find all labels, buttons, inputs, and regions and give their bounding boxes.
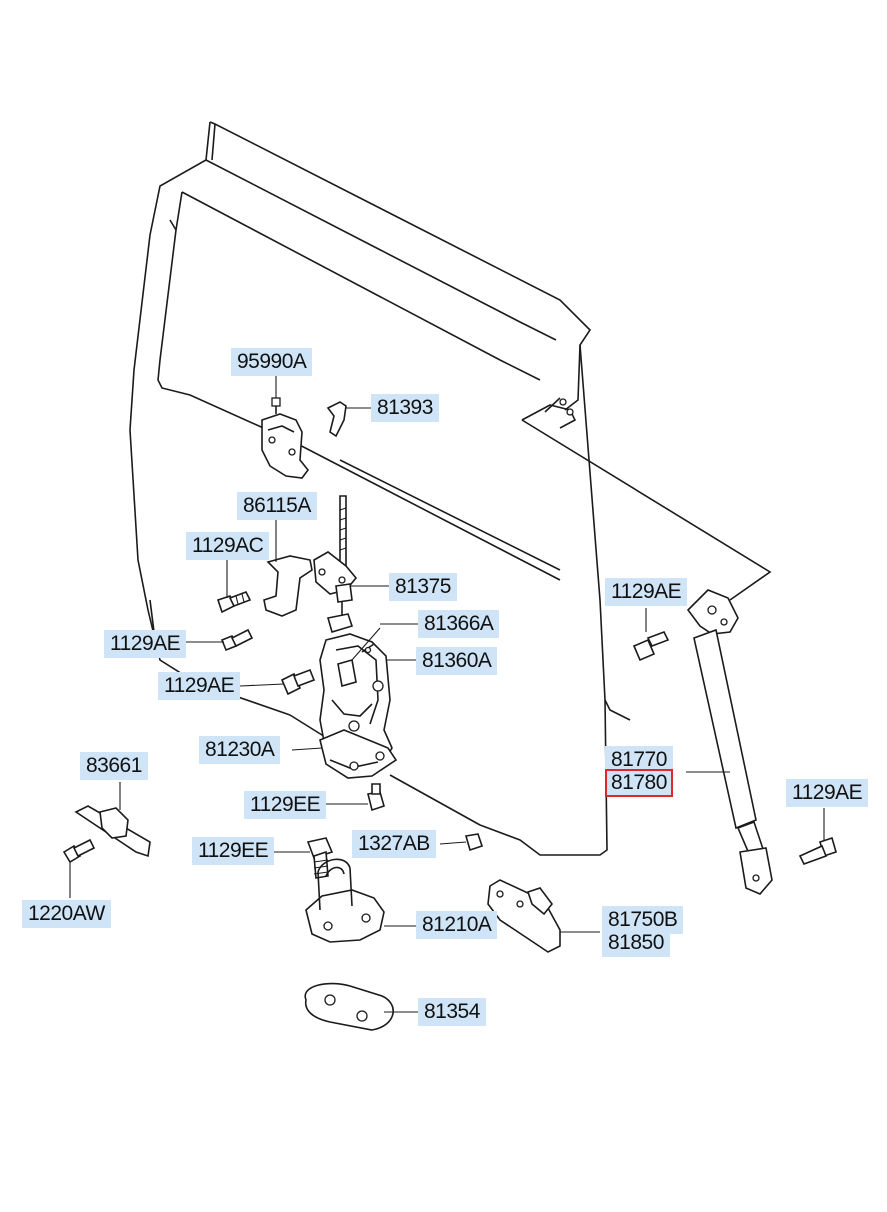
- part-label-95990a[interactable]: 95990A: [231, 348, 313, 376]
- part-label-81210a[interactable]: 81210A: [416, 911, 498, 939]
- tailgate-panel: [129, 121, 772, 856]
- striker-part: [305, 858, 385, 943]
- part-label-81230a[interactable]: 81230A: [199, 736, 281, 764]
- part-label-1129ee-upper[interactable]: 1129EE: [244, 791, 327, 819]
- part-label-81360a[interactable]: 81360A: [416, 647, 498, 675]
- part-label-1129ae-middle[interactable]: 1129AE: [158, 672, 241, 700]
- part-label-83661[interactable]: 83661: [80, 752, 148, 780]
- part-label-81354[interactable]: 81354: [418, 998, 486, 1026]
- part-label-1327ab[interactable]: 1327AB: [352, 830, 436, 858]
- clip-part: [326, 583, 354, 633]
- part-label-86115a[interactable]: 86115A: [237, 492, 317, 520]
- part-label-81366a[interactable]: 81366A: [418, 610, 500, 638]
- part-label-81375[interactable]: 81375: [389, 573, 457, 601]
- latch-base-part: [319, 729, 398, 779]
- part-label-81393[interactable]: 81393: [371, 394, 439, 422]
- part-label-81850[interactable]: 81850: [602, 929, 670, 957]
- gas-spring-part: [632, 589, 837, 895]
- part-label-1129ae-left[interactable]: 1129AE: [104, 630, 187, 658]
- bolts-left: [216, 590, 316, 696]
- leader-lines: [69, 376, 825, 1013]
- part-label-1129ac[interactable]: 1129AC: [186, 532, 270, 560]
- part-label-81780-highlighted[interactable]: 81780: [605, 769, 673, 797]
- part-label-1129ae-right[interactable]: 1129AE: [786, 779, 869, 807]
- bumper-bracket-part: [487, 879, 561, 953]
- pin-part: [326, 401, 347, 438]
- part-label-1129ee-lower[interactable]: 1129EE: [192, 837, 275, 865]
- plate-part: [304, 982, 394, 1031]
- switch-bracket-part: [261, 397, 310, 479]
- handle-part: [62, 805, 151, 864]
- small-fasteners: [306, 783, 484, 879]
- part-label-1129ae-upper-right[interactable]: 1129AE: [605, 578, 688, 606]
- rod-bracket-part: [263, 495, 358, 617]
- part-label-1220aw[interactable]: 1220AW: [22, 900, 111, 928]
